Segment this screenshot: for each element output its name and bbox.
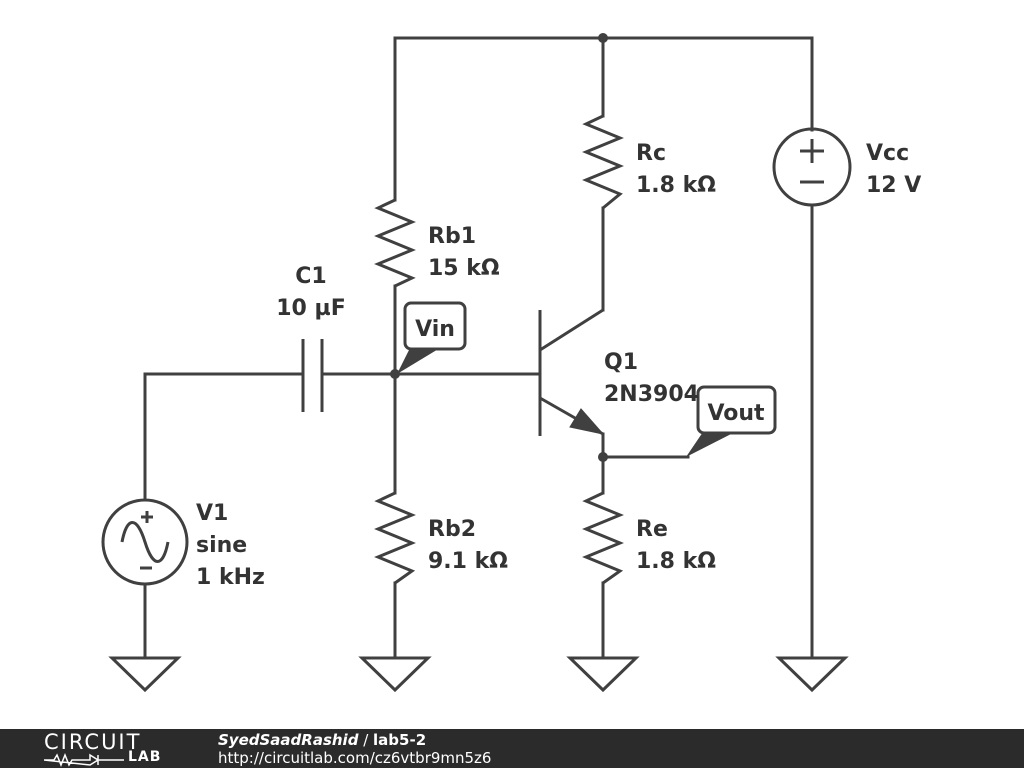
q1-name: Q1 — [604, 350, 638, 375]
ground-icon — [775, 656, 849, 693]
c1-name: C1 — [295, 264, 326, 289]
ground-icon — [108, 656, 182, 693]
c1-value: 10 µF — [276, 296, 346, 321]
ground-icon — [358, 656, 432, 693]
footer-user-link[interactable]: SyedSaadRashid — [218, 731, 359, 749]
emitter-arrow-icon — [569, 408, 605, 435]
footer-project-line: SyedSaadRashid / lab5-2 — [218, 731, 426, 749]
rc-name: Rc — [636, 141, 666, 166]
v1-type: sine — [196, 533, 247, 558]
plus-icon — [141, 511, 153, 523]
rb2-value: 9.1 kΩ — [428, 549, 508, 574]
probe-vin-label: Vin — [415, 317, 455, 342]
footer-bar: CIRCUIT LAB SyedSaadRashid / lab5-2 http… — [0, 729, 1024, 768]
resistor-rb2[interactable] — [374, 491, 416, 585]
footer-separator: / — [358, 731, 374, 749]
resistor-re[interactable] — [582, 491, 624, 585]
junction-emitter — [598, 452, 608, 462]
v1-freq: 1 kHz — [196, 565, 265, 590]
rc-value: 1.8 kΩ — [636, 173, 716, 198]
transistor-q1[interactable] — [538, 308, 605, 436]
footer-url-link[interactable]: http://circuitlab.com/cz6vtbr9mn5z6 — [218, 749, 492, 767]
capacitor-c1[interactable] — [301, 339, 324, 412]
probe-vout-label: Vout — [707, 401, 765, 426]
logo-text-circuit: CIRCUIT — [44, 730, 142, 754]
q1-value: 2N3904 — [604, 382, 699, 407]
resistor-rc[interactable] — [582, 114, 624, 210]
vcc-value: 12 V — [866, 173, 921, 198]
wires — [143, 36, 814, 660]
footer-project-link[interactable]: lab5-2 — [373, 731, 427, 749]
circuit-schematic: Vin Vout Rc 1.8 kΩ Vcc 12 V Rb1 15 kΩ C1… — [101, 33, 921, 693]
resistor-rb1[interactable] — [374, 198, 416, 288]
sine-wave-icon — [120, 521, 170, 563]
grounds — [108, 656, 849, 693]
junction-base — [390, 369, 400, 379]
logo-wave-icon — [44, 753, 124, 767]
probe-vout[interactable]: Vout — [686, 385, 777, 457]
re-value: 1.8 kΩ — [636, 549, 716, 574]
v1-name: V1 — [196, 501, 228, 526]
circuitlab-logo[interactable]: CIRCUIT LAB — [44, 730, 174, 767]
rb2-name: Rb2 — [428, 517, 476, 542]
dc-source-vcc[interactable] — [772, 127, 852, 207]
ac-source-v1[interactable] — [101, 498, 189, 586]
ground-icon — [566, 656, 640, 693]
junctions — [390, 33, 608, 462]
rb1-value: 15 kΩ — [428, 256, 500, 281]
probe-vin[interactable]: Vin — [397, 301, 467, 374]
re-name: Re — [636, 517, 668, 542]
vcc-name: Vcc — [866, 141, 909, 166]
plus-icon — [800, 139, 824, 163]
junction-top — [598, 33, 608, 43]
rb1-name: Rb1 — [428, 224, 476, 249]
logo-text-lab: LAB — [128, 749, 162, 765]
